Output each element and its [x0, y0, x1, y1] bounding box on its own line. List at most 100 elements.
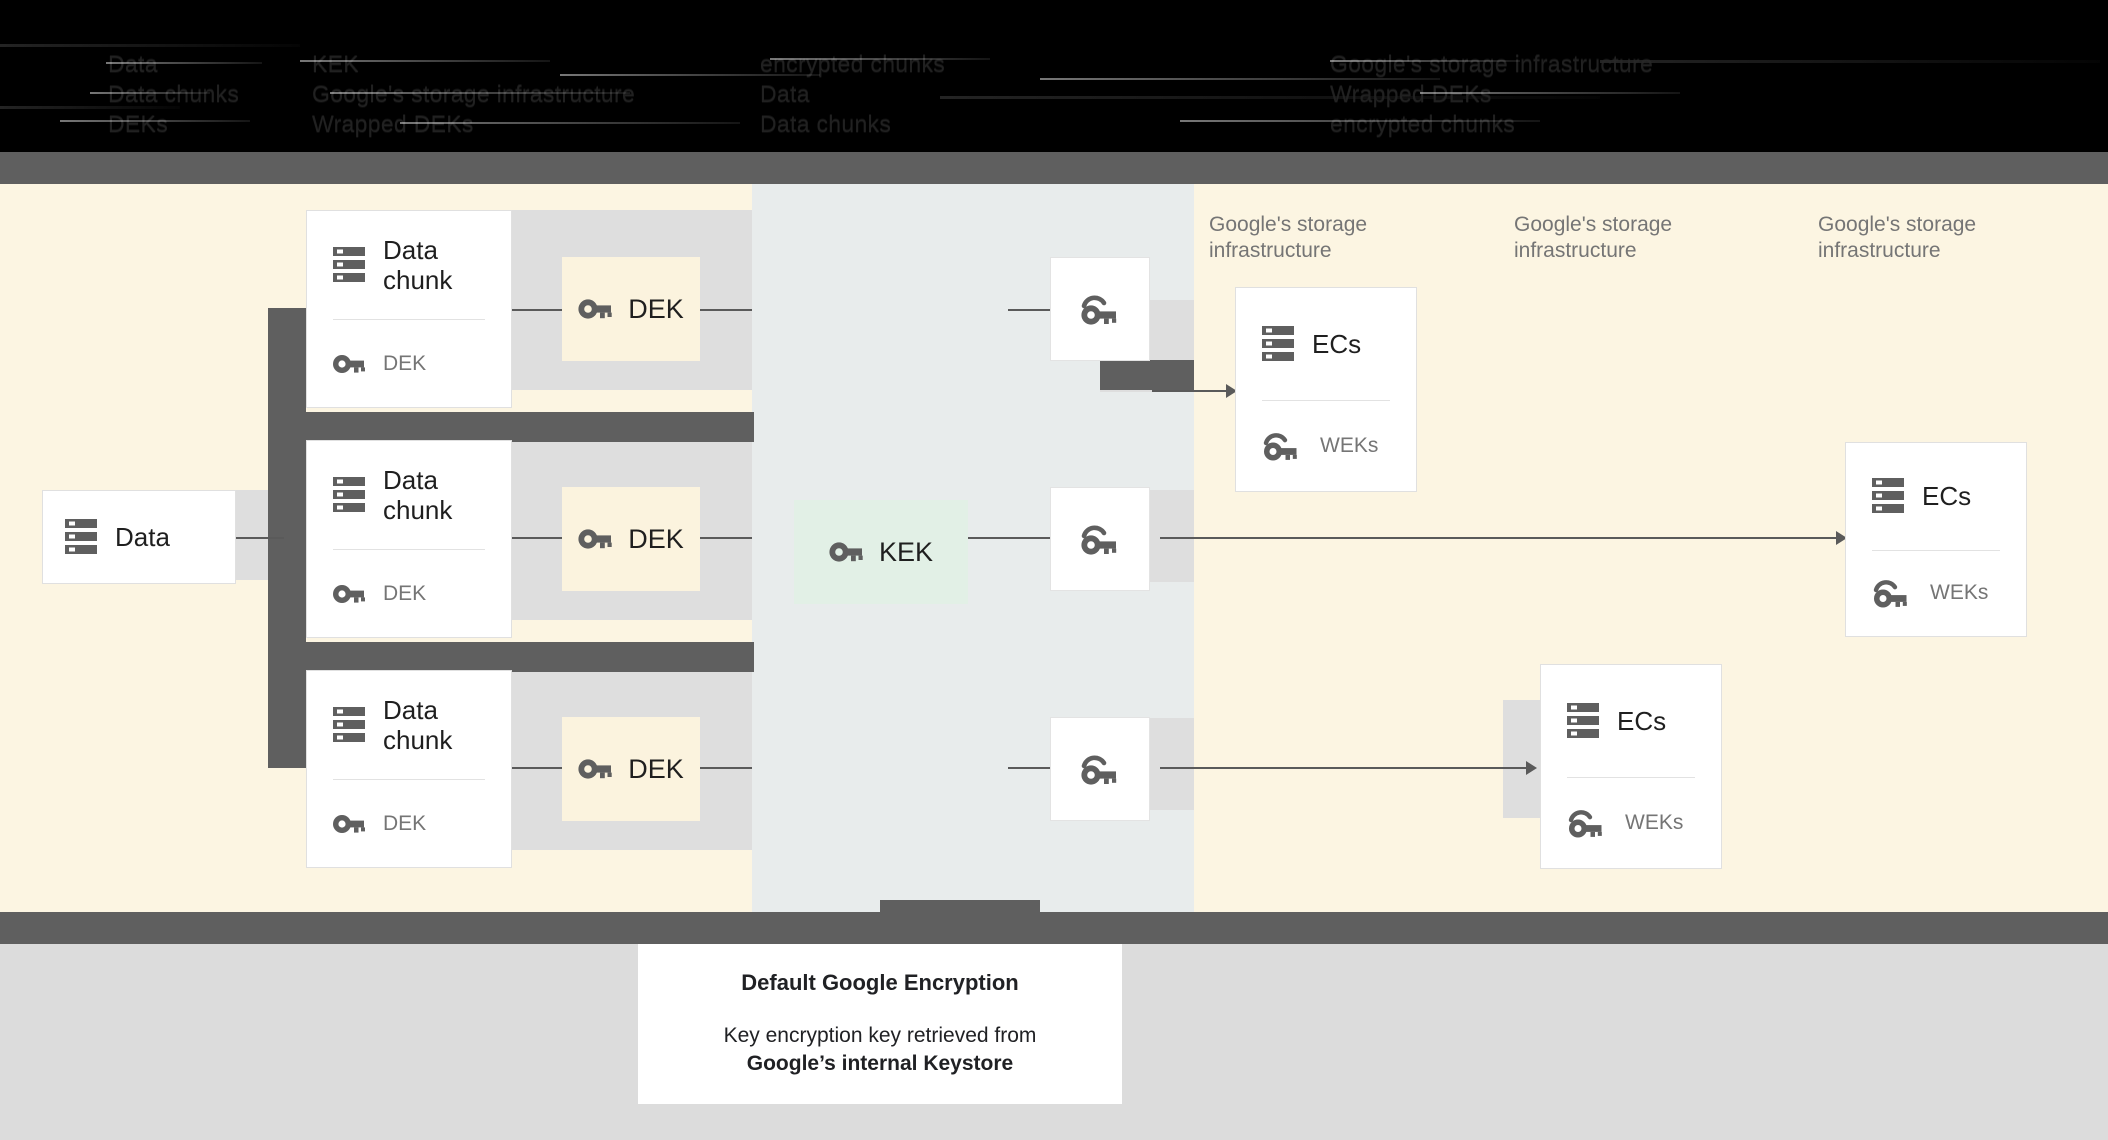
card-ecs-label: ECs: [1922, 481, 1972, 512]
bracket-arm-3: [1100, 360, 1194, 390]
caption-title: Default Google Encryption: [741, 970, 1019, 995]
box-wrapped-key-1[interactable]: [1050, 257, 1150, 361]
obscured-header-band: Data Data chunks DEKs KEK Google's stora…: [0, 0, 2108, 152]
wrapped-key-icon: [1079, 522, 1121, 556]
bottom-rail: [0, 912, 2108, 944]
card-data-label: Data: [115, 522, 170, 552]
card-ecs-2[interactable]: ECs WEKs: [1845, 442, 2027, 637]
caption-line-2: Google’s internal Keystore: [746, 1052, 1014, 1075]
card-divider: [1262, 400, 1390, 402]
chip-dek-3[interactable]: DEK: [562, 717, 700, 821]
connector-wrapped1-ecs1: [1152, 390, 1228, 392]
card-ecs-3[interactable]: ECs WEKs: [1540, 664, 1722, 869]
obscured-header-text-9: Data chunks: [760, 111, 892, 137]
key-icon: [333, 353, 365, 375]
card-weks-label: WEKs: [1930, 581, 1989, 605]
obscured-header-text-3: DEKs: [108, 111, 168, 137]
arrowhead-ecs3: [1526, 761, 1537, 775]
connector-chunk3-dek3: [512, 767, 562, 769]
chip-dek-2[interactable]: DEK: [562, 487, 700, 591]
caption-body: Key encryption key retrieved from Google…: [724, 1022, 1037, 1078]
obscured-header-text-8: Data: [760, 81, 810, 107]
card-divider: [1872, 549, 2000, 551]
bracket-arm-2: [268, 642, 754, 672]
card-data-source[interactable]: Data: [42, 490, 236, 584]
database-icon: [1567, 701, 1599, 741]
header-streak: [60, 120, 250, 122]
arrowhead-ecs1: [1226, 384, 1237, 398]
database-icon: [333, 475, 365, 515]
header-streak: [1180, 120, 1540, 122]
card-divider: [1567, 777, 1695, 779]
chip-kek-label: KEK: [878, 536, 934, 567]
card-data-chunk-2[interactable]: Data chunk DEK: [306, 440, 512, 638]
key-icon: [578, 297, 612, 321]
box-wrapped-key-3[interactable]: [1050, 717, 1150, 821]
obscured-header-text-7: encrypted chunks: [760, 51, 946, 77]
key-icon: [578, 757, 612, 781]
chip-kek[interactable]: KEK: [794, 500, 968, 604]
card-data-chunk-1[interactable]: Data chunk DEK: [306, 210, 512, 408]
card-chunk-key-label: DEK: [383, 351, 427, 375]
wrapped-key-icon: [1872, 577, 1912, 609]
obscured-header-text-4: KEK: [312, 51, 359, 77]
key-icon: [333, 583, 365, 605]
header-streak: [330, 92, 630, 94]
storage-label-3: Google's storage infrastructure: [1818, 213, 1977, 262]
header-streak: [0, 106, 180, 109]
card-chunk-key-label: DEK: [383, 581, 427, 605]
connector-wrapped3-ecs3: [1160, 767, 1530, 769]
database-icon: [1262, 324, 1294, 364]
database-icon: [1872, 476, 1904, 516]
database-icon: [333, 245, 365, 285]
card-divider: [333, 779, 485, 781]
card-ecs-label: ECs: [1617, 706, 1667, 737]
obscured-header-text-2: Data chunks: [108, 81, 240, 107]
bracket-stub: [880, 900, 1040, 914]
box-wrapped-key-2[interactable]: [1050, 487, 1150, 591]
chip-dek-label: DEK: [628, 523, 684, 554]
caption-line-1: Key encryption key retrieved from: [723, 1024, 1037, 1047]
connector-kek-out: [968, 537, 1014, 539]
storage-label-2: Google's storage infrastructure: [1514, 213, 1673, 262]
card-weks-label: WEKs: [1320, 434, 1379, 458]
key-icon: [578, 527, 612, 551]
connector-to-wrapped3: [1008, 767, 1050, 769]
connector-wrapped2-ecs2: [1160, 537, 1840, 539]
header-streak: [1330, 60, 1520, 62]
header-streak: [940, 96, 1600, 99]
header-streak: [300, 60, 550, 62]
card-divider: [333, 549, 485, 551]
header-streak: [400, 122, 740, 124]
connector-chunk2-dek2: [512, 537, 562, 539]
card-divider: [333, 319, 485, 321]
card-chunk-label: Data chunk: [383, 465, 453, 526]
connector-chunk1-dek1: [512, 309, 562, 311]
header-streak: [106, 62, 262, 64]
obscured-header-text-12: encrypted chunks: [1330, 111, 1516, 137]
connector-dek2-out: [700, 537, 752, 539]
connector-to-wrapped1: [1008, 309, 1050, 311]
header-streak: [1420, 92, 1680, 94]
chip-dek-1[interactable]: DEK: [562, 257, 700, 361]
card-chunk-label: Data chunk: [383, 235, 453, 296]
obscured-header-text-10: Google's storage infrastructure: [1330, 51, 1654, 77]
obscured-header-text-6: Wrapped DEKs: [312, 111, 474, 137]
header-streak: [90, 92, 210, 94]
connector-to-wrapped2: [1008, 537, 1050, 539]
chip-dek-label: DEK: [628, 753, 684, 784]
header-streak: [770, 58, 990, 60]
database-icon: [65, 517, 97, 557]
wrapped-key-icon: [1079, 292, 1121, 326]
header-streak: [0, 44, 300, 47]
card-ecs-1[interactable]: ECs WEKs: [1235, 287, 1417, 492]
obscured-header-text-1: Data: [108, 51, 158, 77]
header-streak: [1040, 78, 1440, 80]
connector-data-to-bracket: [228, 537, 284, 539]
card-chunk-key-label: DEK: [383, 811, 427, 835]
storage-label-1: Google's storage infrastructure: [1209, 213, 1368, 262]
header-streak: [1600, 60, 2100, 63]
caption-card: Default Google Encryption Key encryption…: [638, 944, 1122, 1104]
card-data-chunk-3[interactable]: Data chunk DEK: [306, 670, 512, 868]
